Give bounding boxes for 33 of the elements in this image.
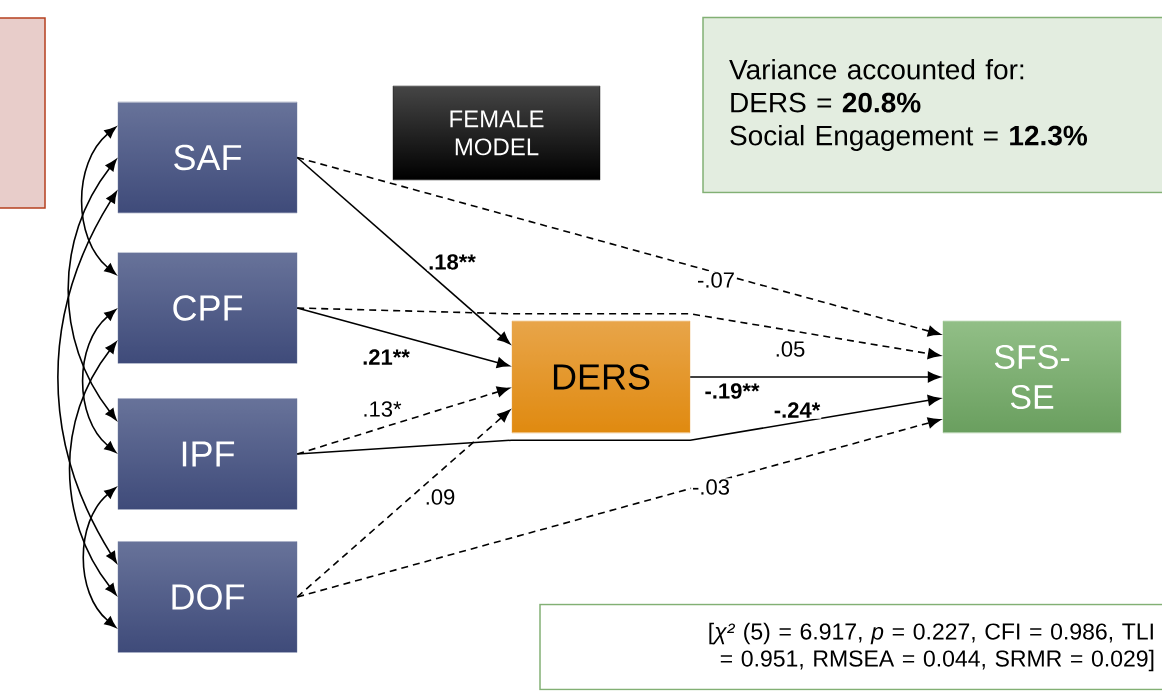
- edge-label: .09: [423, 488, 457, 506]
- variable-box: DOF: [117, 541, 298, 653]
- model-label-box: FEMALE MODEL: [392, 85, 601, 181]
- fit-statistics-box: [χ² (5) = 6.917, p = 0.227, CFI = 0.986, TLI = 0.951, RMSEA = 0.044, SRMR = 0.029]: [539, 603, 1162, 691]
- edge-label: .13*: [361, 400, 403, 418]
- variable-box: IPF: [117, 398, 298, 510]
- path-arrow: [296, 307, 941, 359]
- covariance-arrow: [82, 487, 117, 628]
- info-box: Variance accounted for: DERS = 20.8% Social Engagement = 12.3%: [702, 16, 1162, 194]
- covariance-arrow: [67, 159, 117, 421]
- edge-label: -.03: [691, 478, 731, 496]
- variable-box: SAF: [117, 101, 298, 214]
- variable-box: SFS- SE: [942, 320, 1122, 434]
- edge-label: -.07: [696, 271, 736, 289]
- edge-label: -.24*: [772, 401, 822, 419]
- covariance-arrow: [80, 126, 117, 275]
- path-arrow: [296, 156, 511, 345]
- path-arrow: [296, 417, 941, 598]
- covariance-arrow: [68, 341, 117, 596]
- covariance-arrow: [81, 309, 117, 453]
- edge-label: -.19**: [703, 382, 761, 400]
- path-arrow: [296, 409, 511, 598]
- covariance-arrow: [57, 191, 117, 564]
- variable-box: DERS: [511, 320, 691, 434]
- path-arrow: [296, 386, 510, 455]
- edge-label: .18**: [427, 253, 477, 271]
- variable-box: CPF: [117, 252, 298, 364]
- path-arrow: [296, 156, 941, 337]
- edge-label: .21**: [361, 348, 411, 366]
- edge-label: .05: [773, 340, 807, 358]
- path-arrow: [296, 395, 941, 455]
- path-arrow: [689, 371, 941, 383]
- empty-box: [0, 17, 46, 209]
